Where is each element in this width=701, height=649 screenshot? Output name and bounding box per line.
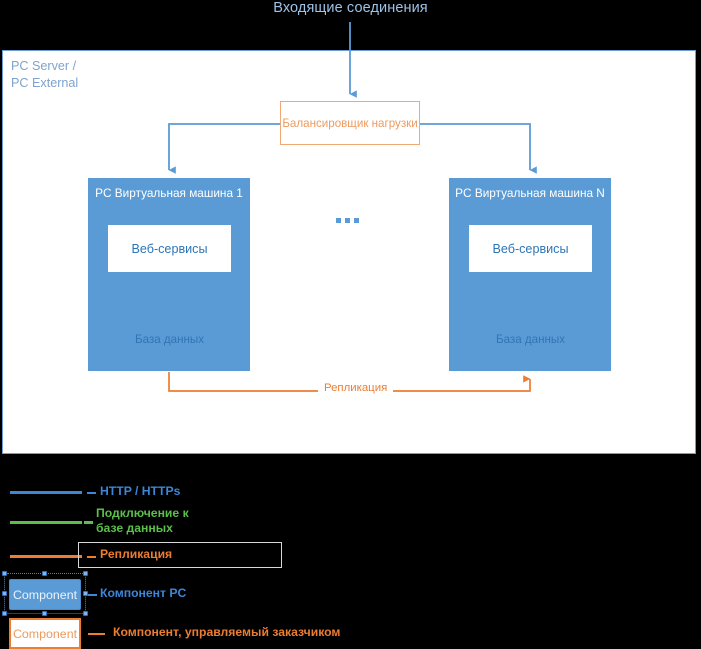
ellipsis-indicator xyxy=(336,218,359,223)
selection-handle[interactable] xyxy=(42,611,47,616)
legend-dash-blue xyxy=(87,492,96,495)
selection-handle[interactable] xyxy=(2,611,7,616)
legend-swatch-customer-component[interactable]: Component xyxy=(9,618,81,649)
vm-box-1[interactable]: PC Виртуальная машина 1 Веб-сервисы База… xyxy=(88,178,250,371)
selection-frame[interactable] xyxy=(2,571,88,616)
legend-item-db-connection: Подключение к базе данных xyxy=(0,506,701,538)
replication-label: Репликация xyxy=(318,382,394,394)
database-box-n[interactable]: База данных xyxy=(484,291,577,353)
legend-item-customer-component[interactable]: Component Компонент, управляемый заказчи… xyxy=(0,617,701,649)
ellipsis-dot xyxy=(354,218,359,223)
legend-item-replication: Репликация xyxy=(0,542,701,572)
selection-handle[interactable] xyxy=(83,611,88,616)
legend-dash-orange xyxy=(87,556,96,559)
legend-label-customer-component: Компонент, управляемый заказчиком xyxy=(113,625,341,639)
vm-title-1: PC Виртуальная машина 1 xyxy=(95,186,243,200)
legend-label-replication: Репликация xyxy=(100,547,173,561)
database-label-n: База данных xyxy=(495,333,566,346)
selection-handle[interactable] xyxy=(2,590,7,596)
legend-label-http: HTTP / HTTPs xyxy=(100,484,181,498)
legend-item-pc-component[interactable]: Component Компонент PC xyxy=(0,571,701,618)
legend-dash-customer xyxy=(88,633,105,636)
legend-dash-green xyxy=(84,521,93,524)
web-services-box-n[interactable]: Веб-сервисы xyxy=(469,225,592,272)
selection-handle[interactable] xyxy=(42,571,47,576)
legend-label-pc-component: Компонент PC xyxy=(100,586,187,600)
web-services-box-1[interactable]: Веб-сервисы xyxy=(108,225,231,272)
database-label-1: База данных xyxy=(134,333,205,346)
ellipsis-dot xyxy=(345,218,350,223)
replication-legend-outline xyxy=(78,542,282,568)
ellipsis-dot xyxy=(336,218,341,223)
legend-dash-pc xyxy=(88,594,97,597)
legend: HTTP / HTTPs Подключение к базе данных Р… xyxy=(0,470,701,649)
database-box-1[interactable]: База данных xyxy=(123,291,216,353)
legend-label-db-connection: Подключение к базе данных xyxy=(96,506,189,535)
load-balancer-box[interactable]: Балансировщик нагрузки xyxy=(280,101,420,145)
legend-line-green xyxy=(10,521,82,524)
legend-line-orange xyxy=(10,555,82,558)
pc-server-panel-label: PC Server / PC External xyxy=(11,59,79,90)
legend-swatch-pc-component[interactable]: Component xyxy=(9,579,81,610)
vm-title-n: PC Виртуальная машина N xyxy=(455,186,605,200)
selection-handle[interactable] xyxy=(83,590,88,596)
page-title: Входящие соединения xyxy=(273,0,428,16)
legend-line-blue xyxy=(10,491,82,494)
vm-box-n[interactable]: PC Виртуальная машина N Веб-сервисы База… xyxy=(449,178,611,371)
legend-item-http: HTTP / HTTPs xyxy=(0,478,701,508)
selection-handle[interactable] xyxy=(83,571,88,576)
selection-handle[interactable] xyxy=(2,571,7,576)
